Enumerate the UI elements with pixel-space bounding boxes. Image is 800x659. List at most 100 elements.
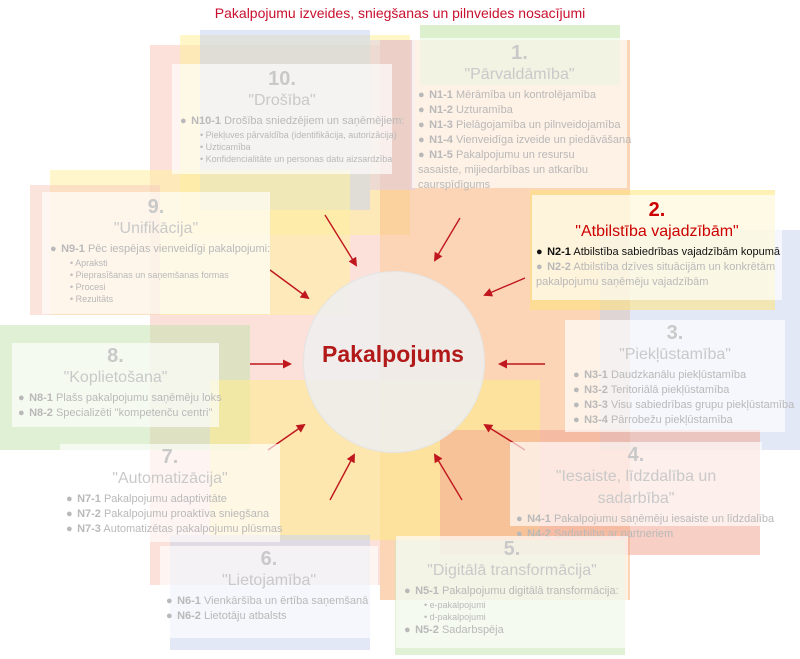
arrow-9 bbox=[269, 269, 310, 300]
condition-item: ● N3-3 Visu sabiedrības grupu piekļūstam… bbox=[573, 398, 794, 413]
bullet-icon: ● bbox=[573, 384, 580, 396]
condition-code: N7-1 bbox=[77, 493, 101, 505]
bullet-icon: ● bbox=[418, 89, 425, 101]
arrow-2 bbox=[483, 277, 526, 297]
sub-item: • Rezultāts bbox=[70, 294, 114, 304]
condition-item: ● N7-1 Pakalpojumu adaptivitāte bbox=[66, 492, 274, 507]
sub-item: • Konfidencialitāte un personas datu aiz… bbox=[200, 154, 393, 164]
condition-item: ● N3-1 Daudzkanālu piekļūstamība bbox=[573, 368, 777, 383]
card-number: 1. bbox=[511, 42, 528, 64]
card-title: "Drošība" bbox=[248, 92, 316, 109]
condition-text: Pakalpojumu digitālā transformācija: bbox=[441, 585, 619, 597]
card-number: 6. bbox=[260, 548, 278, 570]
sub-item-text: e-pakalpojumi bbox=[429, 600, 486, 610]
bullet-icon: ● bbox=[50, 243, 57, 255]
condition-code: N3-3 bbox=[584, 399, 608, 411]
condition-code: N5-1 bbox=[415, 585, 439, 597]
card-number: 8. bbox=[107, 345, 124, 367]
condition-code: N4-1 bbox=[527, 513, 551, 525]
condition-code: N8-1 bbox=[29, 392, 53, 404]
condition-item: ● N1-5 Pakalpojumu un resursu sasaiste, … bbox=[418, 148, 621, 193]
condition-item: ● N7-2 Pakalpojumu proaktīva sniegšana bbox=[66, 507, 274, 522]
condition-item: ● N9-1 Pēc iespējas vienveidīgi pakalpoj… bbox=[50, 242, 270, 257]
condition-text: Sadarbspēja bbox=[441, 624, 504, 636]
condition-text: Automatizētas pakalpojumu plūsmas bbox=[103, 523, 283, 535]
bullet-icon: ● bbox=[573, 369, 580, 381]
card-number: 10. bbox=[268, 68, 296, 90]
condition-code: N7-2 bbox=[77, 508, 101, 520]
card-piekljustamiba: 3. "Piekļūstamība" ● N3-1 Daudzkanālu pi… bbox=[565, 320, 794, 432]
arrow-6 bbox=[329, 453, 355, 501]
condition-item: ● N2-2 Atbilstība dzīves situācijām un k… bbox=[536, 260, 778, 290]
condition-code: N3-1 bbox=[584, 369, 608, 381]
card-parvaldamiba: 1. "Pārvaldāmība" ● N1-1 Mērāmība un kon… bbox=[412, 38, 631, 191]
bullet-icon: ● bbox=[404, 585, 411, 597]
sub-item: • Uzticamība bbox=[200, 142, 251, 152]
condition-text: Visu sabiedrības grupu piekļūstamība bbox=[610, 399, 795, 411]
condition-text: Drošība sniedzējiem un saņēmējiem: bbox=[224, 115, 405, 127]
condition-code: N9-1 bbox=[61, 243, 85, 255]
card-title: "Lietojamība" bbox=[221, 572, 317, 589]
condition-text: Pielāgojamība un pilnveidojamība bbox=[455, 119, 621, 131]
bullet-icon: ● bbox=[573, 414, 580, 426]
card-digitala-transformacija: 5. "Digitālā transformācija" ● N5-1 Paka… bbox=[396, 536, 628, 648]
condition-item: ● N8-1 Plašs pakalpojumu saņēmēju loks bbox=[18, 391, 222, 406]
condition-code: N1-4 bbox=[429, 134, 453, 146]
condition-code: N8-2 bbox=[29, 407, 53, 419]
sub-item: • Procesi bbox=[70, 282, 106, 292]
condition-item: ● N4-1 Pakalpojumu saņēmēju iesaiste un … bbox=[516, 512, 774, 527]
condition-text: Specializēti "kompetenču centri" bbox=[55, 407, 213, 419]
card-title: "Digitālā transformācija" bbox=[427, 562, 597, 579]
bullet-icon: ● bbox=[536, 261, 543, 273]
sub-item-text: d-pakalpojumi bbox=[429, 612, 486, 622]
sub-item: • Pieprasīšanas un saņemšanas formas bbox=[70, 270, 229, 280]
bullet-icon: ● bbox=[418, 149, 425, 161]
condition-text: Vienkāršība un ērtība saņemšanā bbox=[203, 595, 369, 607]
bullet-icon: ● bbox=[18, 392, 25, 404]
sub-item: • d-pakalpojumi bbox=[424, 612, 486, 622]
sub-item: • Piekļuves pārvaldība (identifikācija, … bbox=[200, 130, 397, 140]
condition-code: N10-1 bbox=[191, 115, 222, 127]
bullet-icon: ● bbox=[418, 104, 425, 116]
condition-item: ● N1-4 Vienveidīga izveide un piedāvāšan… bbox=[418, 133, 631, 148]
bullet-icon: ● bbox=[18, 407, 25, 419]
sub-item: • Apraksti bbox=[70, 258, 108, 268]
condition-text: Pārrobežu piekļūstamība bbox=[610, 414, 733, 426]
card-title: "Atbilstība vajadzībām" bbox=[575, 223, 739, 240]
card-atbilstiba: 2. "Atbilstība vajadzībām" ● N2-1 Atbils… bbox=[532, 195, 782, 300]
condition-text: Mērāmība un kontrolējamība bbox=[455, 89, 596, 101]
bullet-icon: ● bbox=[166, 595, 173, 607]
condition-text: Pakalpojumu un resursu sasaiste, mijieda… bbox=[418, 149, 588, 191]
bullet-icon: ● bbox=[516, 513, 523, 525]
card-number: 9. bbox=[147, 196, 165, 218]
arrow-5 bbox=[433, 453, 463, 501]
condition-item: ● N6-1 Vienkāršība un ērtība saņemšanā bbox=[166, 594, 372, 609]
condition-code: N6-2 bbox=[177, 610, 201, 622]
bullet-icon: ● bbox=[180, 115, 187, 127]
condition-code: N6-1 bbox=[177, 595, 201, 607]
condition-code: N2-2 bbox=[547, 261, 571, 273]
page-title: Pakalpojumu izveides, sniegšanas un piln… bbox=[214, 5, 586, 21]
bullet-icon: ● bbox=[573, 399, 580, 411]
sub-item-text: Konfidencialitāte un personas datu aizsa… bbox=[205, 154, 393, 164]
condition-text: Daudzkanālu piekļūstamība bbox=[610, 369, 747, 381]
condition-code: N3-2 bbox=[584, 384, 608, 396]
condition-code: N2-1 bbox=[547, 246, 571, 258]
bullet-icon: ● bbox=[536, 246, 543, 258]
sub-item-text: Rezultāts bbox=[75, 294, 114, 304]
condition-item: ● N1-2 Uzturamība bbox=[418, 103, 621, 118]
condition-text: Teritoriālā piekļūstamība bbox=[610, 384, 730, 396]
condition-item: ● N3-4 Pārrobežu piekļūstamība bbox=[573, 413, 777, 428]
condition-code: N3-4 bbox=[584, 414, 608, 426]
condition-item: ● N6-2 Lietotāju atbalsts bbox=[166, 609, 372, 624]
arrow-10 bbox=[324, 214, 358, 267]
center-label: Pakalpojums bbox=[322, 341, 464, 367]
card-number: 7. bbox=[161, 446, 179, 468]
condition-text: Lietotāju atbalsts bbox=[203, 610, 287, 622]
card-automatizacija: 7. "Automatizācija" ● N7-1 Pakalpojumu a… bbox=[60, 444, 283, 542]
bullet-icon: ● bbox=[516, 528, 523, 540]
condition-text: Pakalpojumu saņēmēju iesaiste un līdzdal… bbox=[553, 513, 775, 525]
arrow-1 bbox=[433, 217, 461, 262]
condition-code: N1-3 bbox=[429, 119, 453, 131]
card-lietojamiba: 6. "Lietojamība" ● N6-1 Vienkāršība un ē… bbox=[160, 546, 378, 638]
